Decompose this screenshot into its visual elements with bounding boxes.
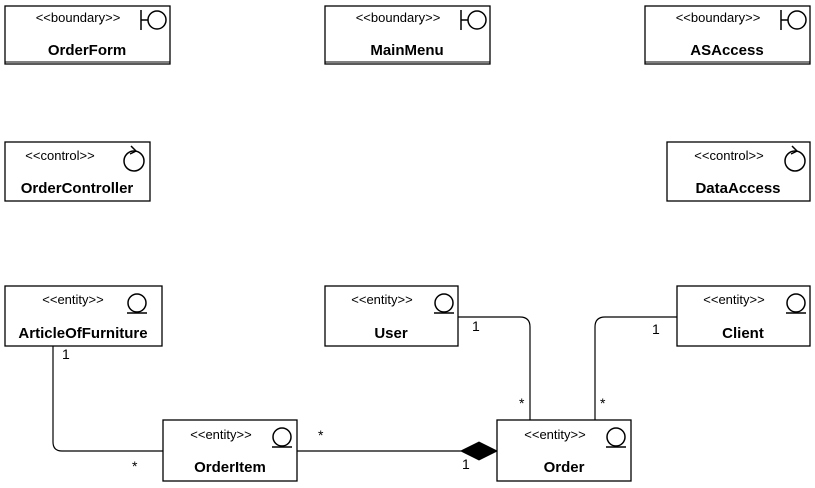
- control-icon: [123, 145, 145, 172]
- class-orderitem[interactable]: <<entity>> OrderItem: [162, 419, 298, 482]
- class-user[interactable]: <<entity>> User: [324, 285, 459, 347]
- class-name: OrderController: [21, 180, 134, 197]
- class-order[interactable]: <<entity>> Order: [496, 419, 632, 482]
- boundary-icon: [140, 10, 167, 30]
- boundary-icon: [780, 10, 807, 30]
- class-name: User: [374, 325, 408, 342]
- entity-icon: [272, 427, 292, 448]
- entity-icon: [786, 293, 806, 314]
- class-ordercontroller[interactable]: <<control>> OrderController: [4, 141, 151, 202]
- class-client[interactable]: <<entity>> Client: [676, 285, 811, 347]
- stereotype-label: <<boundary>>: [356, 10, 441, 25]
- multiplicity-articleoffurniture-end: 1: [62, 346, 70, 362]
- class-name: DataAccess: [695, 180, 780, 197]
- control-icon: [784, 145, 806, 172]
- class-name: ASAccess: [690, 42, 763, 59]
- entity-icon: [127, 293, 147, 314]
- association-articleoffurniture-orderitem: [52, 346, 163, 452]
- class-name: OrderForm: [48, 42, 126, 59]
- stereotype-label: <<control>>: [694, 148, 763, 163]
- class-name: MainMenu: [370, 42, 443, 59]
- boundary-icon: [460, 10, 487, 30]
- multiplicity-order-composition-end: 1: [462, 456, 470, 472]
- class-articleoffurniture[interactable]: <<entity>> ArticleOfFurniture: [4, 285, 163, 347]
- stereotype-label: <<entity>>: [351, 292, 412, 307]
- stereotype-label: <<boundary>>: [36, 10, 121, 25]
- class-dataaccess[interactable]: <<control>> DataAccess: [666, 141, 811, 202]
- multiplicity-orderitem-left-end: *: [132, 458, 138, 474]
- class-name: OrderItem: [194, 459, 266, 476]
- stereotype-label: <<control>>: [25, 148, 94, 163]
- multiplicity-user-end: 1: [472, 318, 480, 334]
- multiplicity-client-end: 1: [652, 321, 660, 337]
- stereotype-label: <<entity>>: [524, 427, 585, 442]
- class-name: Order: [544, 459, 585, 476]
- association-client-order: [594, 316, 677, 420]
- multiplicity-orderitem-right-end: *: [318, 427, 324, 443]
- class-mainmenu[interactable]: <<boundary>> MainMenu: [324, 5, 491, 65]
- class-asaccess[interactable]: <<boundary>> ASAccess: [644, 5, 811, 65]
- multiplicity-order-client-end: *: [600, 395, 606, 411]
- multiplicity-order-user-end: *: [519, 395, 525, 411]
- entity-icon: [434, 293, 454, 314]
- stereotype-label: <<entity>>: [42, 292, 103, 307]
- class-name: ArticleOfFurniture: [18, 325, 147, 342]
- entity-icon: [606, 427, 626, 448]
- class-orderform[interactable]: <<boundary>> OrderForm: [4, 5, 171, 65]
- stereotype-label: <<entity>>: [190, 427, 251, 442]
- class-name: Client: [722, 325, 764, 342]
- stereotype-label: <<entity>>: [703, 292, 764, 307]
- stereotype-label: <<boundary>>: [676, 10, 761, 25]
- association-user-order: [458, 316, 531, 420]
